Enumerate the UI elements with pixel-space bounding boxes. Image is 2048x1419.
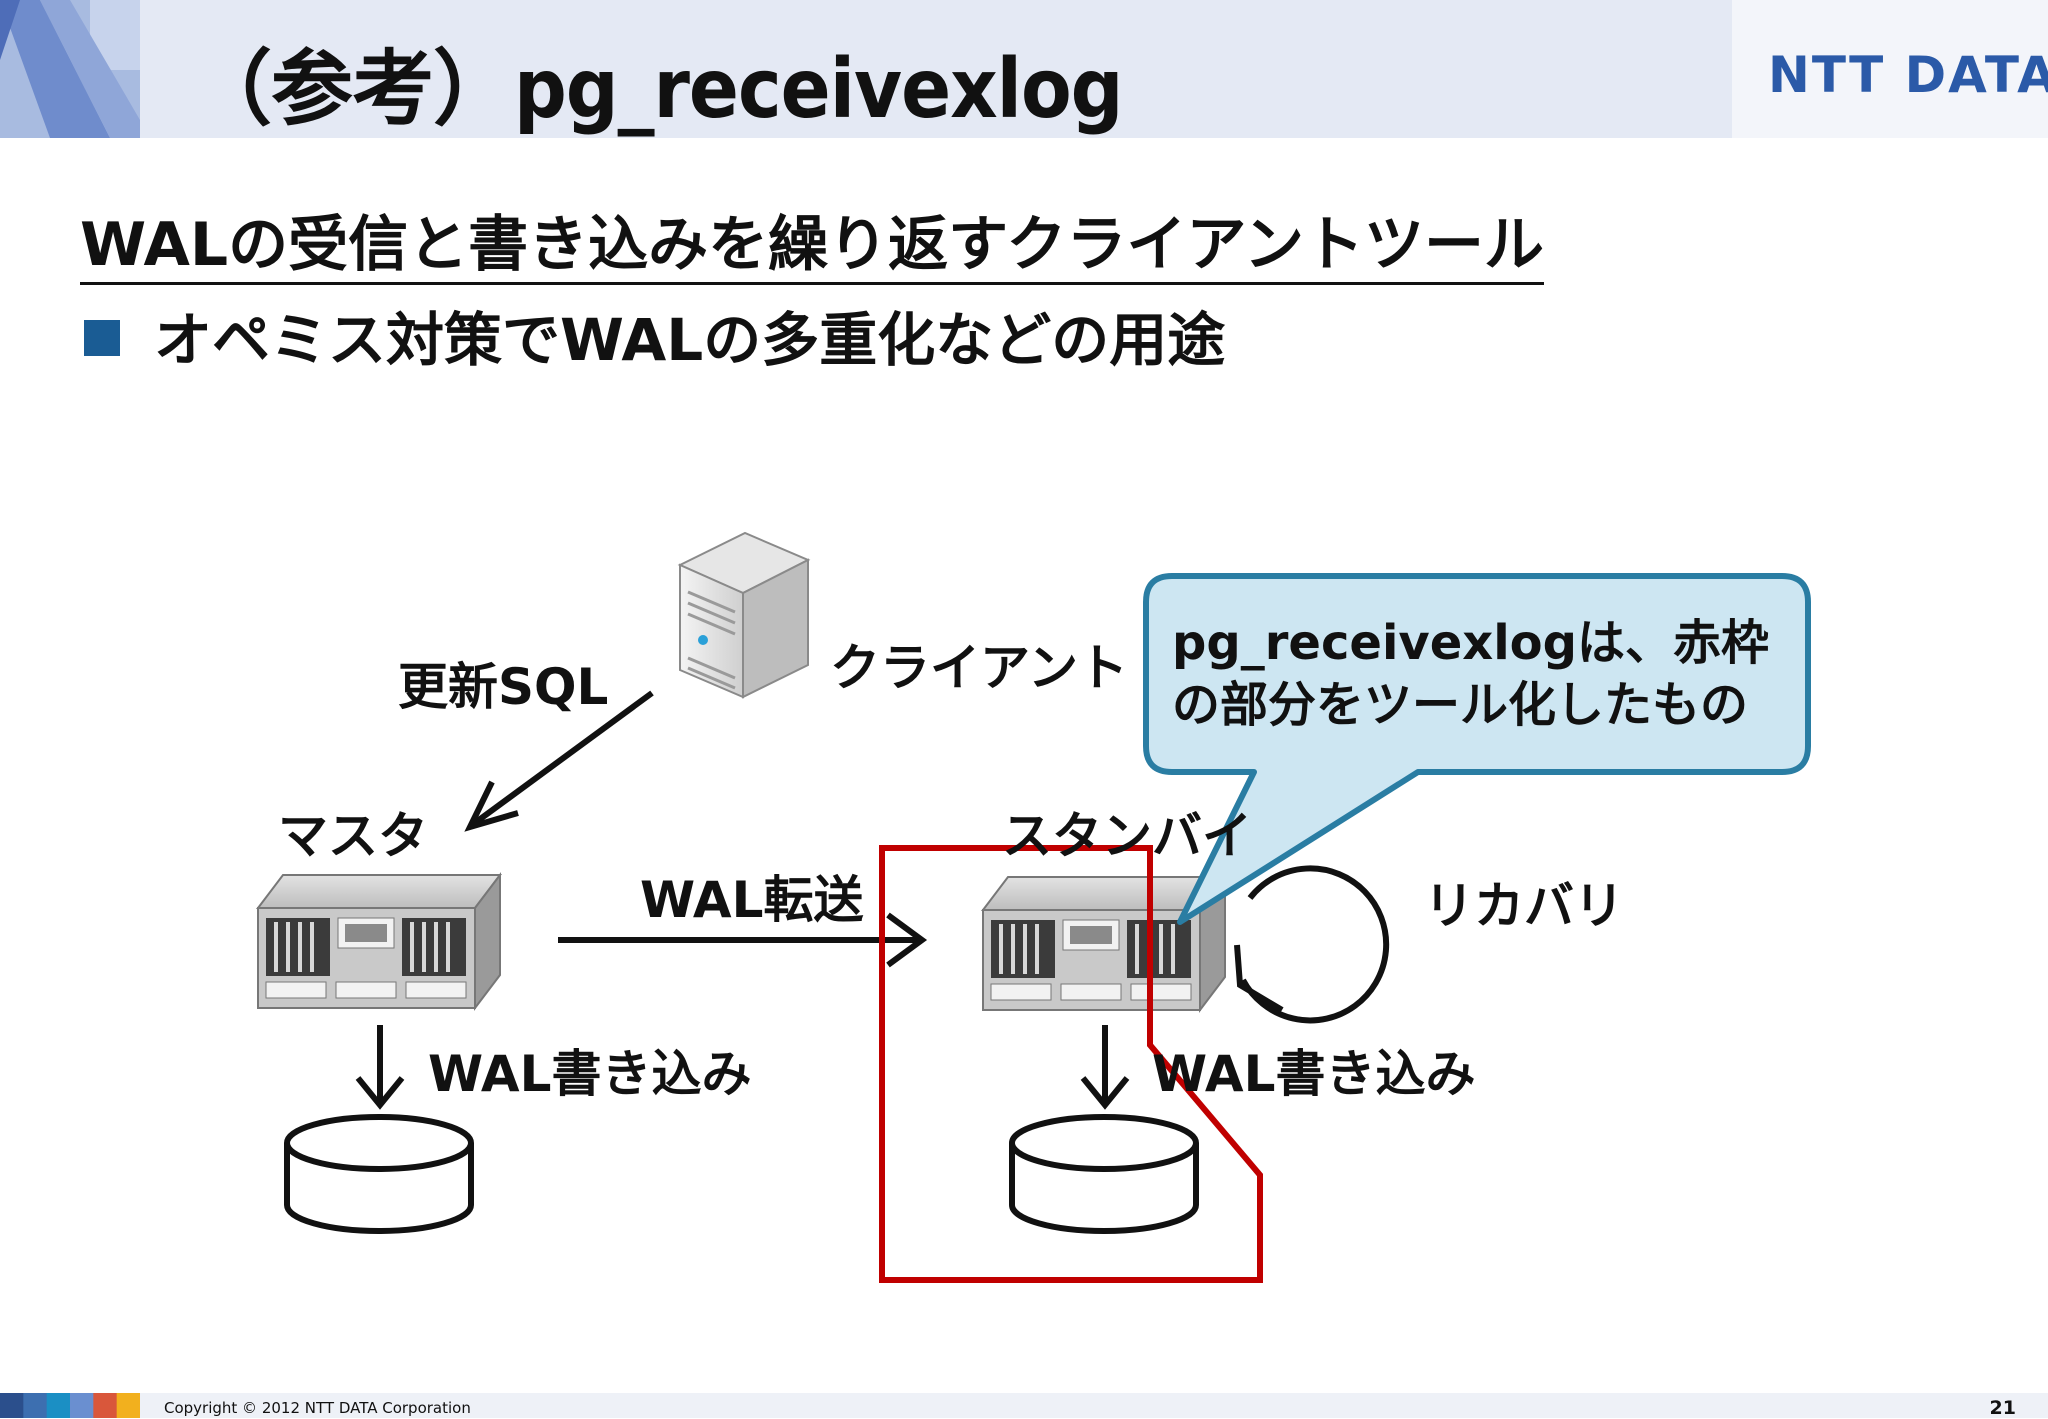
master-wal-write-label: WAL書き込み [428, 1045, 752, 1103]
callout-bubble [1143, 573, 1811, 925]
header-corner-graphic [0, 0, 140, 138]
recovery-label: リカバリ [1424, 877, 1624, 935]
standby-label: スタンバイ [1002, 807, 1252, 865]
header-logo-area [1732, 0, 2048, 138]
master-label: マスタ [278, 807, 428, 865]
master-server-icon [255, 872, 503, 1011]
bullet-text: オペミス対策でWALの多重化などの用途 [154, 306, 1226, 374]
standby-write-arrow-icon [1080, 1025, 1130, 1110]
update-sql-arrow-icon [464, 690, 654, 832]
client-label: クライアント [830, 639, 1128, 697]
master-write-arrow-icon [355, 1025, 405, 1110]
client-server-icon [677, 531, 811, 699]
footer-color-block [93, 1393, 118, 1418]
update-sql-label: 更新SQL [398, 658, 609, 716]
slide-title: （参考）pg_receivexlog [190, 42, 1123, 137]
footer-color-block [23, 1393, 48, 1418]
callout-text: pg_receivexlogは、赤枠の部分をツール化したもの [1172, 615, 1770, 733]
bullet-item: オペミス対策でWALの多重化などの用途 [84, 305, 1225, 375]
corner-pattern-icon [0, 0, 140, 138]
header-band [0, 0, 2048, 138]
recovery-loop-arrow-icon [1234, 865, 1390, 1024]
copyright-text: Copyright © 2012 NTT DATA Corporation [164, 1399, 471, 1417]
wal-transfer-arrow-icon [558, 912, 928, 968]
footer-bar [140, 1393, 2048, 1418]
footer-color-block [70, 1393, 94, 1418]
standby-wal-write-label: WAL書き込み [1152, 1045, 1476, 1103]
highlight-frame [879, 845, 1263, 1283]
bullet-square-icon [84, 320, 120, 356]
wal-transfer-label: WAL転送 [640, 871, 864, 929]
footer-color-block [116, 1393, 140, 1418]
page-number: 21 [1989, 1397, 2016, 1419]
footer-color-block [0, 1393, 24, 1418]
master-disk-icon [284, 1114, 474, 1234]
slide-subtitle: WALの受信と書き込みを繰り返すクライアントツール [80, 210, 1544, 285]
company-logo: NTT DATA [1768, 46, 2048, 104]
standby-server-icon [980, 874, 1228, 1013]
standby-disk-icon [1009, 1114, 1199, 1234]
footer-color-strip [0, 1393, 140, 1418]
footer-color-block [46, 1393, 71, 1418]
